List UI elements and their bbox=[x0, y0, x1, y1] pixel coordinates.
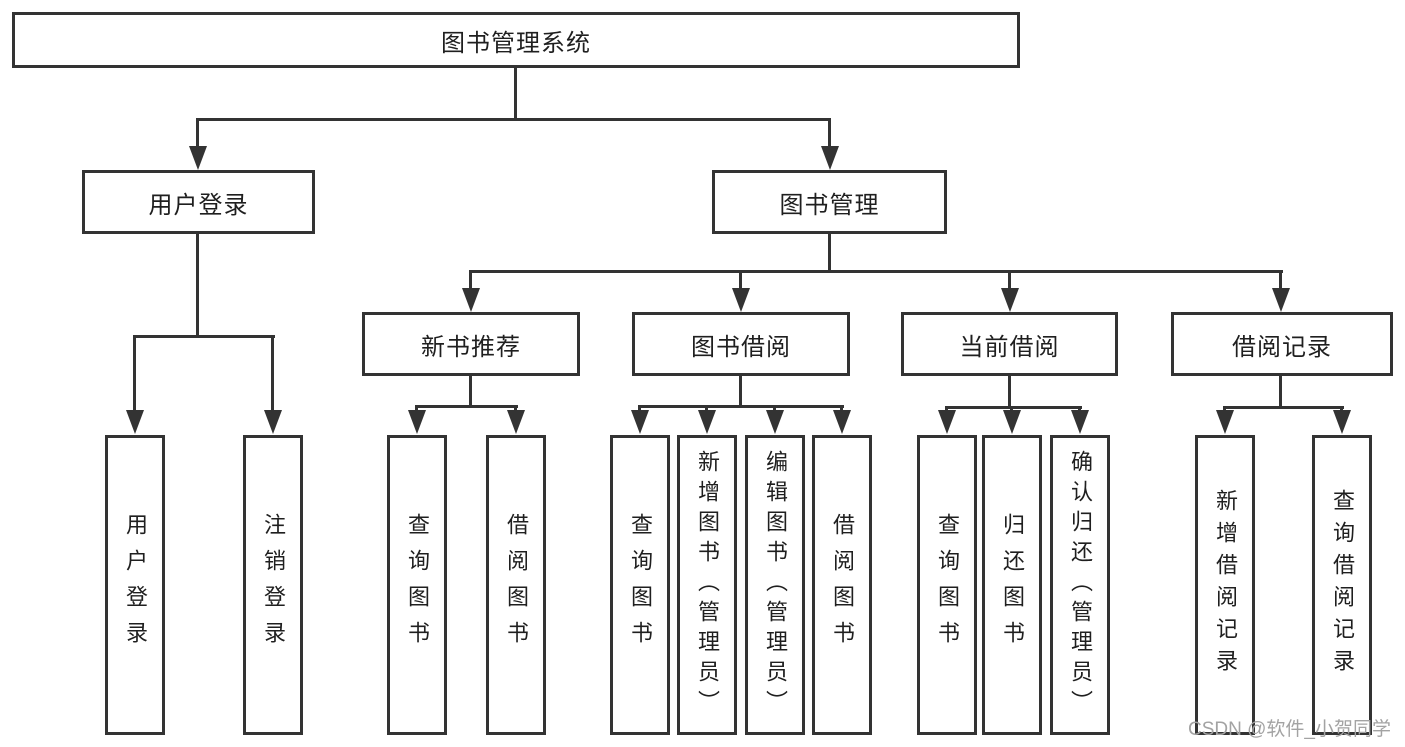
arrowhead-down bbox=[821, 146, 839, 170]
node-user-login-leaf: 用户登录 bbox=[105, 435, 165, 735]
connector-line bbox=[1010, 406, 1013, 411]
node-book-borrowing: 图书借阅 bbox=[632, 312, 850, 376]
connector-line bbox=[415, 405, 418, 411]
connector-line bbox=[1223, 406, 1344, 409]
connector-line bbox=[196, 118, 199, 146]
node-query-books-borrowing-label: 查询图书 bbox=[628, 513, 653, 657]
node-query-books-current-label: 查询图书 bbox=[935, 513, 960, 657]
node-borrowing-records: 借阅记录 bbox=[1171, 312, 1393, 376]
arrowhead-down bbox=[126, 410, 144, 434]
arrowhead-down bbox=[766, 410, 784, 434]
arrowhead-down bbox=[1071, 410, 1089, 434]
connector-line bbox=[828, 234, 831, 270]
connector-line bbox=[1008, 376, 1011, 406]
node-query-books-recommend-label: 查询图书 bbox=[405, 513, 430, 657]
node-edit-books-admin-label: 编辑图书（管理员） bbox=[763, 450, 788, 720]
connector-line bbox=[1340, 406, 1343, 411]
node-new-book-recommend-label: 新书推荐 bbox=[421, 333, 521, 361]
arrowhead-down bbox=[1216, 410, 1234, 434]
node-add-borrow-record-label: 新增借阅记录 bbox=[1213, 489, 1238, 681]
node-book-management: 图书管理 bbox=[712, 170, 947, 234]
node-add-books-admin-label: 新增图书（管理员） bbox=[695, 450, 720, 720]
node-system-root-label: 图书管理系统 bbox=[441, 29, 591, 57]
arrowhead-down bbox=[189, 146, 207, 170]
node-query-books-borrowing: 查询图书 bbox=[610, 435, 670, 735]
connector-line bbox=[469, 376, 472, 405]
connector-line bbox=[514, 405, 517, 411]
arrowhead-down bbox=[631, 410, 649, 434]
node-user-login-label: 用户登录 bbox=[148, 191, 249, 219]
connector-line bbox=[196, 118, 831, 121]
node-system-root: 图书管理系统 bbox=[12, 12, 1020, 68]
node-confirm-return-admin: 确认归还（管理员） bbox=[1050, 435, 1110, 735]
connector-line bbox=[1008, 270, 1011, 289]
node-borrowing-records-label: 借阅记录 bbox=[1232, 333, 1332, 361]
connector-line bbox=[133, 335, 275, 338]
connector-line bbox=[739, 270, 742, 289]
connector-line bbox=[945, 406, 1082, 409]
connector-line bbox=[638, 405, 641, 411]
arrowhead-down bbox=[1003, 410, 1021, 434]
connector-line bbox=[828, 118, 831, 146]
node-query-books-current: 查询图书 bbox=[917, 435, 977, 735]
connector-line bbox=[271, 335, 274, 411]
node-borrow-books-recommend-label: 借阅图书 bbox=[504, 513, 529, 657]
node-current-borrowing: 当前借阅 bbox=[901, 312, 1118, 376]
connector-line bbox=[133, 335, 136, 411]
connector-line bbox=[1279, 270, 1282, 289]
node-borrow-books-label: 借阅图书 bbox=[830, 513, 855, 657]
arrowhead-down bbox=[1272, 288, 1290, 312]
connector-line bbox=[415, 405, 518, 408]
connector-line bbox=[773, 405, 776, 411]
node-new-book-recommend: 新书推荐 bbox=[362, 312, 580, 376]
node-return-books-label: 归还图书 bbox=[1000, 513, 1025, 657]
arrowhead-down bbox=[833, 410, 851, 434]
node-add-books-admin: 新增图书（管理员） bbox=[677, 435, 737, 735]
connector-line bbox=[196, 234, 199, 335]
node-borrow-books: 借阅图书 bbox=[812, 435, 872, 735]
arrowhead-down bbox=[698, 410, 716, 434]
connector-line bbox=[1223, 406, 1226, 411]
node-edit-books-admin: 编辑图书（管理员） bbox=[745, 435, 805, 735]
arrowhead-down bbox=[264, 410, 282, 434]
node-logout: 注销登录 bbox=[243, 435, 303, 735]
node-borrow-books-recommend: 借阅图书 bbox=[486, 435, 546, 735]
csdn-watermark: CSDN @软件_小贺同学 bbox=[1188, 719, 1391, 740]
connector-line bbox=[739, 376, 742, 405]
node-query-books-recommend: 查询图书 bbox=[387, 435, 447, 735]
node-user-login-leaf-label: 用户登录 bbox=[123, 513, 148, 657]
arrowhead-down bbox=[1333, 410, 1351, 434]
node-add-borrow-record: 新增借阅记录 bbox=[1195, 435, 1255, 735]
arrowhead-down bbox=[462, 288, 480, 312]
node-return-books: 归还图书 bbox=[982, 435, 1042, 735]
connector-line bbox=[945, 406, 948, 411]
node-current-borrowing-label: 当前借阅 bbox=[959, 333, 1060, 361]
node-user-login: 用户登录 bbox=[82, 170, 315, 234]
node-logout-label: 注销登录 bbox=[261, 513, 286, 657]
arrowhead-down bbox=[408, 410, 426, 434]
arrowhead-down bbox=[732, 288, 750, 312]
connector-line bbox=[840, 405, 843, 411]
connector-line bbox=[705, 405, 708, 411]
connector-line bbox=[638, 405, 844, 408]
arrowhead-down bbox=[507, 410, 525, 434]
connector-line bbox=[469, 270, 1283, 273]
node-query-borrow-record-label: 查询借阅记录 bbox=[1330, 489, 1355, 681]
arrowhead-down bbox=[938, 410, 956, 434]
connector-line bbox=[1078, 406, 1081, 411]
node-confirm-return-admin-label: 确认归还（管理员） bbox=[1068, 450, 1093, 720]
connector-line bbox=[1279, 376, 1282, 406]
connector-line bbox=[469, 270, 472, 289]
arrowhead-down bbox=[1001, 288, 1019, 312]
node-query-borrow-record: 查询借阅记录 bbox=[1312, 435, 1372, 735]
node-book-management-label: 图书管理 bbox=[779, 191, 880, 219]
connector-line bbox=[514, 68, 517, 118]
node-book-borrowing-label: 图书借阅 bbox=[691, 333, 791, 361]
